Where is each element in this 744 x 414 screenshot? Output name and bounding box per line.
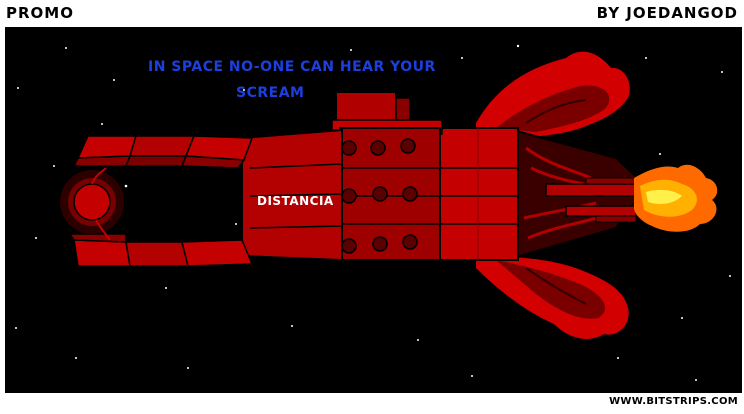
glowing-orb <box>60 167 124 241</box>
comic-header: PROMO BY JOEDANGOD <box>0 0 744 26</box>
ship-name-label: DISTANCIA <box>257 194 334 208</box>
hull-front <box>241 128 343 262</box>
engine-flame <box>634 164 718 232</box>
forward-prong-lower <box>68 233 254 267</box>
hull-rear-block <box>437 127 519 261</box>
caption-line-2: SCREAM <box>236 85 305 101</box>
panel-caption: IN SPACE NO-ONE CAN HEAR YOUR SCREAM <box>148 54 468 106</box>
exhaust-plume-upper <box>476 51 630 139</box>
forward-prong-upper <box>72 135 254 169</box>
exhaust-plume-lower <box>476 256 629 339</box>
space-scene <box>15 44 731 381</box>
comic-panel: IN SPACE NO-ONE CAN HEAR YOUR SCREAM DIS… <box>5 27 742 393</box>
hull-mid <box>339 127 441 261</box>
engine-section <box>505 126 648 262</box>
watermark[interactable]: WWW.BITSTRIPS.COM <box>609 396 738 407</box>
portholes <box>341 138 418 254</box>
caption-line-1: IN SPACE NO-ONE CAN HEAR YOUR <box>148 59 436 75</box>
comic-author: BY JOEDANGOD <box>596 4 738 22</box>
comic-title: PROMO <box>6 4 74 22</box>
